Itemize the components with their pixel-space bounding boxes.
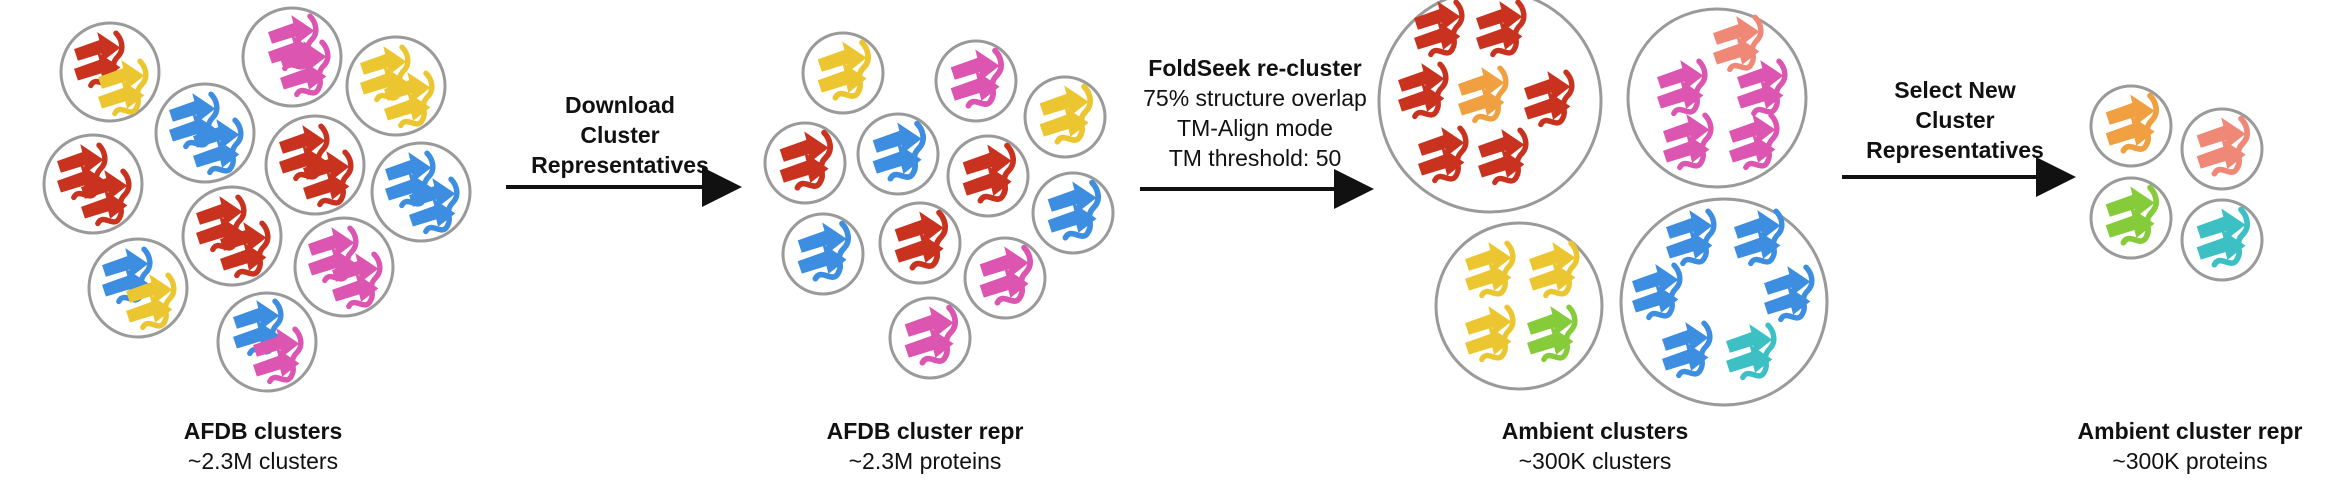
protein-ribbon-icon xyxy=(780,133,830,188)
protein-ribbon-icon xyxy=(1663,323,1710,375)
protein-ribbon-icon xyxy=(1667,211,1714,263)
protein-ribbon-icon xyxy=(1419,128,1466,180)
cluster-circle xyxy=(1023,75,1107,159)
protein-ribbon-icon xyxy=(963,146,1013,201)
cluster-circle xyxy=(2180,107,2264,191)
arrows-layer xyxy=(506,157,2076,209)
protein-ribbon-icon xyxy=(1765,267,1812,319)
protein-ribbon-icon xyxy=(1048,183,1098,238)
step-download-label: Download Cluster Representatives xyxy=(500,90,740,180)
cluster-circle xyxy=(801,31,885,115)
protein-ribbon-icon xyxy=(2106,96,2156,151)
protein-ribbon-icon xyxy=(818,43,868,98)
cluster-circle xyxy=(763,121,847,205)
cluster-circle xyxy=(1619,197,1829,407)
cluster-circle xyxy=(1434,221,1604,391)
cluster-circle xyxy=(878,201,962,285)
step-line: Representatives xyxy=(531,152,709,178)
cluster-circle xyxy=(781,212,865,296)
cluster-circle xyxy=(2089,176,2173,260)
step-line: Download xyxy=(565,92,675,118)
stage-subtitle: ~300K proteins xyxy=(2112,448,2268,474)
protein-ribbon-icon xyxy=(1735,211,1782,263)
cluster-circle xyxy=(59,21,161,123)
cluster-circle xyxy=(2180,198,2264,282)
cluster-circle xyxy=(946,134,1030,218)
stage-title: Ambient cluster repr xyxy=(2077,418,2303,444)
protein-ribbon-icon xyxy=(2197,119,2247,174)
protein-ribbon-icon xyxy=(905,308,955,363)
cluster-circle xyxy=(241,6,343,108)
stage-caption-afdb-clusters: AFDB clusters ~2.3M clusters xyxy=(113,416,413,476)
cluster-circle xyxy=(1377,0,1603,214)
cluster-circle xyxy=(1031,171,1115,255)
cluster-circle xyxy=(370,141,472,243)
protein-ribbon-icon xyxy=(1528,307,1575,359)
stage-subtitle: ~2.3M clusters xyxy=(187,448,339,474)
cluster-circle xyxy=(345,35,447,137)
step-select-label: Select New Cluster Representatives xyxy=(1835,75,2075,165)
cluster-circle xyxy=(888,296,972,380)
step-line: TM threshold: 50 xyxy=(1168,145,1342,171)
cluster-circle xyxy=(181,185,283,287)
protein-ribbon-icon xyxy=(798,224,848,279)
stage-title: AFDB cluster repr xyxy=(826,418,1024,444)
protein-ribbon-icon xyxy=(1399,64,1446,116)
protein-ribbon-icon xyxy=(1479,130,1526,182)
cluster-circle xyxy=(1626,7,1808,189)
cluster-circle xyxy=(934,39,1018,123)
cluster-circle xyxy=(87,237,189,339)
step-line: Cluster xyxy=(1915,107,1995,133)
protein-ribbon-icon xyxy=(1040,87,1090,142)
protein-ribbon-icon xyxy=(1658,61,1705,113)
protein-ribbon-icon xyxy=(951,51,1001,106)
stage-title: AFDB clusters xyxy=(183,418,343,444)
stage-title: Ambient clusters xyxy=(1501,418,1689,444)
step-line: TM-Align mode xyxy=(1177,115,1333,141)
cluster-circle xyxy=(2089,84,2173,168)
protein-ribbon-icon xyxy=(1459,68,1506,120)
step-title: FoldSeek re-cluster xyxy=(1148,55,1362,81)
protein-ribbon-icon xyxy=(873,124,923,179)
protein-ribbon-icon xyxy=(1730,115,1777,167)
step-line: 75% structure overlap xyxy=(1143,85,1367,111)
stage-caption-ambient-clusters: Ambient clusters ~300K clusters xyxy=(1445,416,1745,476)
protein-ribbon-icon xyxy=(1633,265,1680,317)
protein-ribbon-icon xyxy=(1727,325,1774,377)
protein-ribbon-icon xyxy=(2197,210,2247,265)
stage-subtitle: ~2.3M proteins xyxy=(848,448,1002,474)
protein-ribbon-icon xyxy=(895,213,945,268)
step-line: Select New xyxy=(1894,77,2016,103)
protein-ribbon-icon xyxy=(1466,307,1513,359)
protein-ribbon-icon xyxy=(2106,188,2156,243)
step-foldseek-label: FoldSeek re-cluster 75% structure overla… xyxy=(1110,53,1400,173)
protein-ribbon-icon xyxy=(1415,2,1462,54)
protein-ribbon-icon xyxy=(1714,17,1761,69)
stage-caption-ambient-repr: Ambient cluster repr ~300K proteins xyxy=(2050,416,2330,476)
protein-ribbon-icon xyxy=(1664,115,1711,167)
cluster-circle xyxy=(856,112,940,196)
step-line: Representatives xyxy=(1866,137,2044,163)
stage-caption-afdb-repr: AFDB cluster repr ~2.3M proteins xyxy=(775,416,1075,476)
cluster-circle xyxy=(264,114,366,216)
protein-ribbon-icon xyxy=(1466,243,1513,295)
cluster-circle xyxy=(154,82,256,184)
stage-subtitle: ~300K clusters xyxy=(1518,448,1672,474)
protein-ribbon-icon xyxy=(980,248,1030,303)
cluster-circle xyxy=(963,236,1047,320)
protein-ribbon-icon xyxy=(1525,72,1572,124)
cluster-circle xyxy=(216,291,318,393)
clusters-layer xyxy=(42,0,2264,407)
step-line: Cluster xyxy=(580,122,660,148)
protein-ribbon-icon xyxy=(1530,243,1577,295)
cluster-circle xyxy=(42,133,144,235)
cluster-circle xyxy=(293,216,395,318)
protein-ribbon-icon xyxy=(1477,2,1524,54)
